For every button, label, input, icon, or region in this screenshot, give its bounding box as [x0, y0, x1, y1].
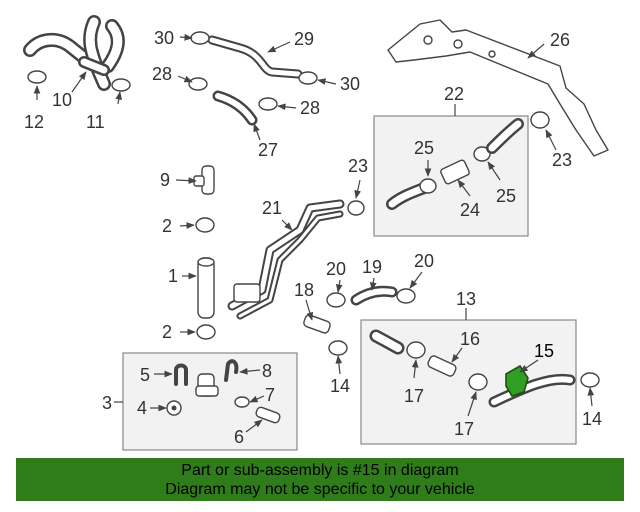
- callout-20-left: 20: [326, 259, 346, 279]
- part-21-pipe: [227, 199, 345, 320]
- part-26-bracket: [387, 19, 609, 157]
- callout-3: 3: [102, 393, 112, 413]
- callout-16: 16: [460, 329, 480, 349]
- callout-4: 4: [137, 398, 147, 418]
- parts-diagram: 1 2 2 3 4 5 6 7 8 9 10 11 12 13 14 14 15…: [23, 15, 609, 451]
- part-20-clamp-right: [396, 288, 416, 304]
- part-1-pipe: [197, 257, 215, 319]
- callout-20-right: 20: [414, 251, 434, 271]
- info-banner: Part or sub-assembly is #15 in diagram D…: [16, 458, 624, 501]
- callout-28-left: 28: [152, 64, 172, 84]
- part-27-hose: [212, 90, 258, 126]
- part-20-clamp-left: [326, 292, 346, 308]
- part-28-clamp-right: [258, 97, 278, 111]
- part-2-clamp-upper: [195, 217, 215, 233]
- part-30-clamp-top: [190, 31, 210, 45]
- callout-30-top: 30: [154, 28, 174, 48]
- box-13-parts: [369, 329, 576, 408]
- part-10-hoses: [23, 15, 125, 91]
- callout-24: 24: [460, 200, 480, 220]
- callout-23-right: 23: [552, 150, 572, 170]
- part-29-hose: [207, 35, 303, 79]
- callout-labels: 1 2 2 3 4 5 6 7 8 9 10 11 12 13 14 14 15…: [24, 28, 602, 447]
- callout-21: 21: [262, 198, 282, 218]
- banner-line-1: Part or sub-assembly is #15 in diagram: [181, 462, 459, 479]
- callout-30-right: 30: [340, 74, 360, 94]
- callout-1: 1: [168, 266, 178, 286]
- banner-line-2: Diagram may not be specific to your vehi…: [165, 481, 475, 498]
- callout-7: 7: [265, 385, 275, 405]
- callout-2-upper: 2: [162, 216, 172, 236]
- part-14-clamp-right: [580, 372, 600, 388]
- part-19-hose: [350, 285, 398, 306]
- part-12-clamp: [27, 70, 47, 84]
- callout-6: 6: [234, 427, 244, 447]
- callout-19: 19: [362, 257, 382, 277]
- part-28-clamp-left: [188, 77, 208, 91]
- callout-25-right: 25: [496, 186, 516, 206]
- box-3-parts: [166, 359, 281, 424]
- callout-17-right: 17: [454, 419, 474, 439]
- callout-29: 29: [294, 29, 314, 49]
- callout-25-left: 25: [414, 138, 434, 158]
- callout-11: 11: [86, 112, 105, 132]
- callout-10: 10: [52, 90, 72, 110]
- callout-27: 27: [258, 140, 278, 160]
- part-9-fitting: [193, 165, 215, 195]
- callout-9: 9: [160, 170, 170, 190]
- part-2-clamp-lower: [196, 324, 216, 340]
- callout-14-left: 14: [330, 376, 350, 396]
- part-18-fitting: [303, 314, 331, 334]
- part-30-clamp-right: [298, 71, 318, 85]
- leader-lines: [33, 34, 595, 433]
- callout-26: 26: [550, 30, 570, 50]
- sub-assembly-box-3: [122, 352, 298, 451]
- callout-13: 13: [456, 289, 476, 309]
- part-23-clamp-right: [530, 111, 550, 129]
- part-14-clamp-left: [328, 340, 348, 356]
- callout-15: 15: [534, 341, 554, 361]
- callout-12: 12: [24, 112, 44, 132]
- callout-8: 8: [262, 361, 272, 381]
- box-22-parts: [386, 118, 524, 210]
- callout-17-left: 17: [404, 386, 424, 406]
- callout-2-lower: 2: [162, 322, 172, 342]
- callout-18: 18: [294, 280, 314, 300]
- callout-23-left: 23: [348, 156, 368, 176]
- callout-22: 22: [444, 84, 464, 104]
- part-11-clamp: [111, 78, 131, 92]
- callout-28-right: 28: [300, 98, 320, 118]
- part-23-clamp-left: [347, 200, 365, 216]
- callout-14-right: 14: [582, 409, 602, 429]
- callout-5: 5: [140, 365, 150, 385]
